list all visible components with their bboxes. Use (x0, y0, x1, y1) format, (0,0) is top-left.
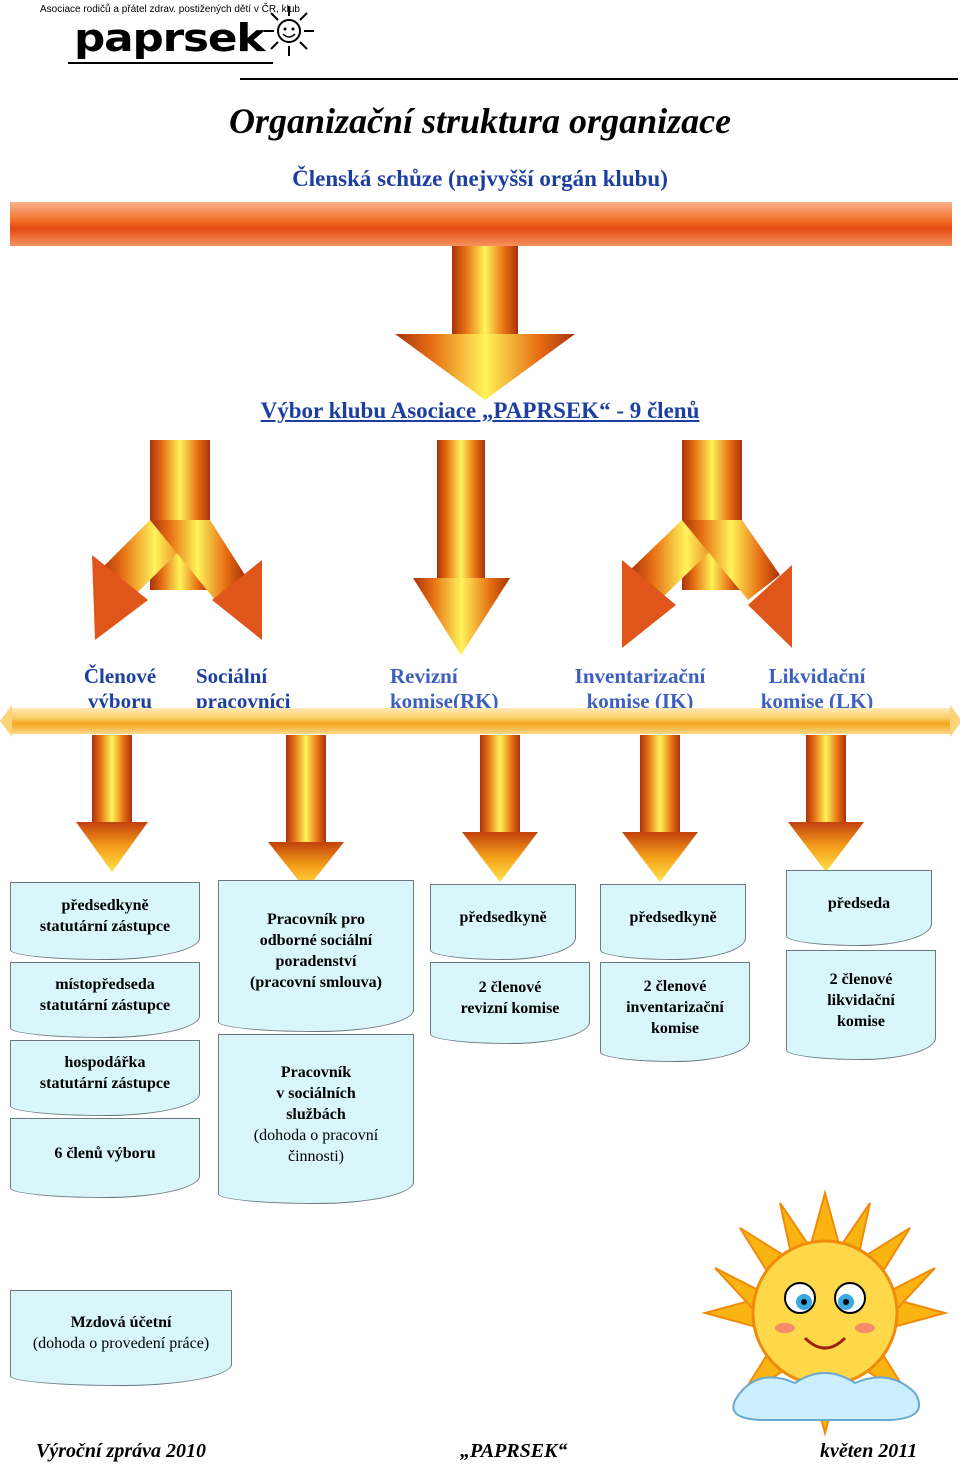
box-committee-members: 6 členů výboru (10, 1118, 200, 1198)
arrow-col3 (462, 735, 538, 882)
sun-mascot-icon (701, 1189, 949, 1437)
logo-underline (68, 62, 273, 64)
box-liquidation-members: 2 členové likvidační komise (786, 950, 936, 1060)
sun-icon (264, 6, 314, 56)
organization-name: Asociace rodičů a přátel zdrav. postižen… (40, 4, 300, 15)
box-vice-chair: místopředseda statutární zástupce (10, 962, 200, 1038)
top-body-bar (10, 202, 952, 246)
footer-organization: „PAPRSEK“ (460, 1440, 568, 1462)
logo-text: paprsek (74, 16, 265, 60)
box-social-counselor: Pracovník pro odborné sociální poradenst… (218, 880, 414, 1032)
box-liquidation-chair: předseda (786, 870, 932, 946)
branch-label-liquidation: Likvidační komise (LK) (760, 664, 874, 713)
branch-label-audit: Revizní komise(RK) (390, 664, 499, 713)
arrow-to-committee (395, 246, 575, 400)
box-chairwoman: předsedkyně statutární zástupce (10, 882, 200, 960)
box-treasurer: hospodářka statutární zástupce (10, 1040, 200, 1116)
box-audit-chair: předsedkyně (430, 884, 576, 960)
committee-title: Výbor klubu Asociace „PAPRSEK“ - 9 členů (260, 398, 700, 423)
branch-label-members: Členové výboru (83, 664, 157, 713)
arrow-col2 (268, 735, 344, 890)
top-body-title: Členská schůze (nejvyšší orgán klubu) (292, 166, 668, 191)
header-rule (240, 78, 958, 80)
arrow-col1 (76, 735, 148, 872)
arrow-fork-right (622, 440, 792, 648)
box-audit-members: 2 členové revizní komise (430, 962, 590, 1044)
arrow-col4 (622, 735, 698, 882)
branch-connector-bar (0, 705, 960, 737)
box-inventory-members: 2 členové inventarizační komise (600, 962, 750, 1062)
arrow-middle (413, 440, 510, 655)
box-payroll-accountant: Mzdová účetní (dohoda o provedení práce) (10, 1290, 232, 1386)
footer-report-label: Výroční zpráva 2010 (36, 1440, 206, 1462)
box-social-services-worker: Pracovník v sociálních službách (dohoda … (218, 1034, 414, 1204)
branch-label-inventory: Inventarizační komise (IK) (574, 664, 706, 713)
page-title: Organizační struktura organizace (228, 101, 732, 141)
box-inventory-chair: předsedkyně (600, 884, 746, 960)
branch-label-social: Sociální pracovníci (196, 664, 291, 713)
arrow-col5 (788, 735, 864, 872)
arrow-fork-left (92, 440, 262, 640)
footer-date: květen 2011 (820, 1440, 918, 1462)
